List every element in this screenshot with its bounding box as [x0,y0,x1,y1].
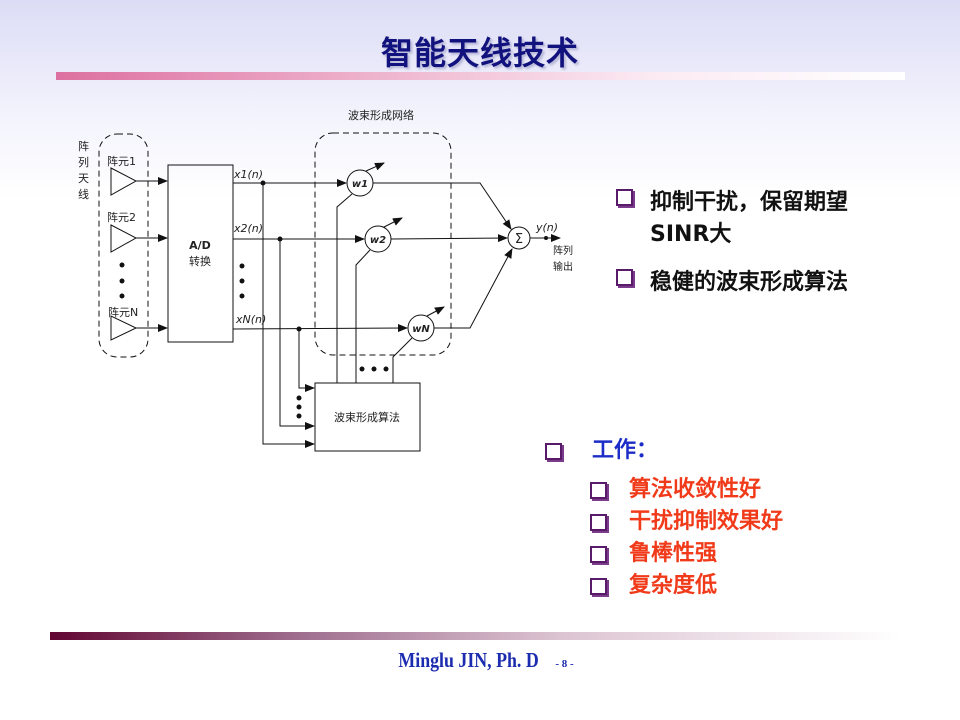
bullet-text: 稳健的波束形成算法 [650,270,849,295]
antenna-group-label: 阵 [78,139,89,153]
checkbox-bullet-icon [545,442,562,460]
weight-label: w1 [352,179,368,190]
checkbox-bullet-icon [590,545,607,563]
antenna-icon [110,315,138,341]
work-item: 干扰抑制效果好 [590,503,783,535]
weight-label: w2 [370,235,386,246]
work-item-text: 算法收敛性好 [629,477,762,502]
page-number: - 8 - [555,658,574,670]
signal-label: x1(n) [233,168,263,181]
beamforming-network-group [314,132,452,356]
antenna-group-label: 天 [78,172,89,185]
work-heading: 工作： [545,432,658,464]
work-item: 算法收敛性好 [590,471,761,503]
checkbox-bullet-icon [616,189,633,206]
element-label: 阵元N [108,305,138,319]
antenna-icon [110,224,138,253]
bullet-text: SINR大 [650,222,732,247]
weight-label: wN [412,324,430,335]
work-item-text: 干扰抑制效果好 [629,509,784,534]
checkbox-bullet-icon [590,481,607,499]
title-divider [56,72,905,80]
bullet-text: 抑制干扰，保留期望 [650,190,849,215]
bullet-item: 抑制干扰，保留期望 SINR大 [616,184,849,248]
algorithm-label: 波束形成算法 [334,410,400,424]
footer-author: Minglu JIN, Ph. D [398,648,540,672]
checkbox-bullet-icon [590,577,607,595]
ellipsis-dots [119,180,548,419]
ad-sublabel: 转换 [189,254,211,268]
ad-label: A/D [189,239,211,252]
antenna-group-label: 线 [78,187,89,201]
checkbox-bullet-icon [590,513,607,531]
work-item-text: 复杂度低 [629,573,718,598]
checkbox-bullet-icon [616,269,633,286]
beamforming-algorithm-block [314,382,421,452]
antenna-icon [110,167,138,196]
signal-label: xN(n) [235,313,266,326]
footer: Minglu JIN, Ph. D - 8 - [0,648,960,673]
antenna-group-label: 列 [78,155,89,169]
work-item: 复杂度低 [590,567,717,599]
work-item: 鲁棒性强 [590,535,717,567]
network-label: 波束形成网络 [348,108,414,122]
sum-symbol: Σ [515,232,523,247]
work-item-text: 鲁棒性强 [629,541,718,566]
output-signal-label: y(n) [535,221,558,234]
element-label: 阵元2 [107,210,136,224]
output-label: 阵列 [553,244,573,257]
element-label: 阵元1 [107,154,136,168]
output-label: 输出 [553,260,573,273]
signal-label: x2(n) [233,222,263,235]
ad-converter-block [167,164,234,343]
footer-divider [50,632,900,640]
work-label: 工作： [592,438,659,463]
slide-title: 智能天线技术 [380,34,579,72]
bullet-item: 稳健的波束形成算法 [616,264,849,296]
antenna-array-group [98,133,149,358]
